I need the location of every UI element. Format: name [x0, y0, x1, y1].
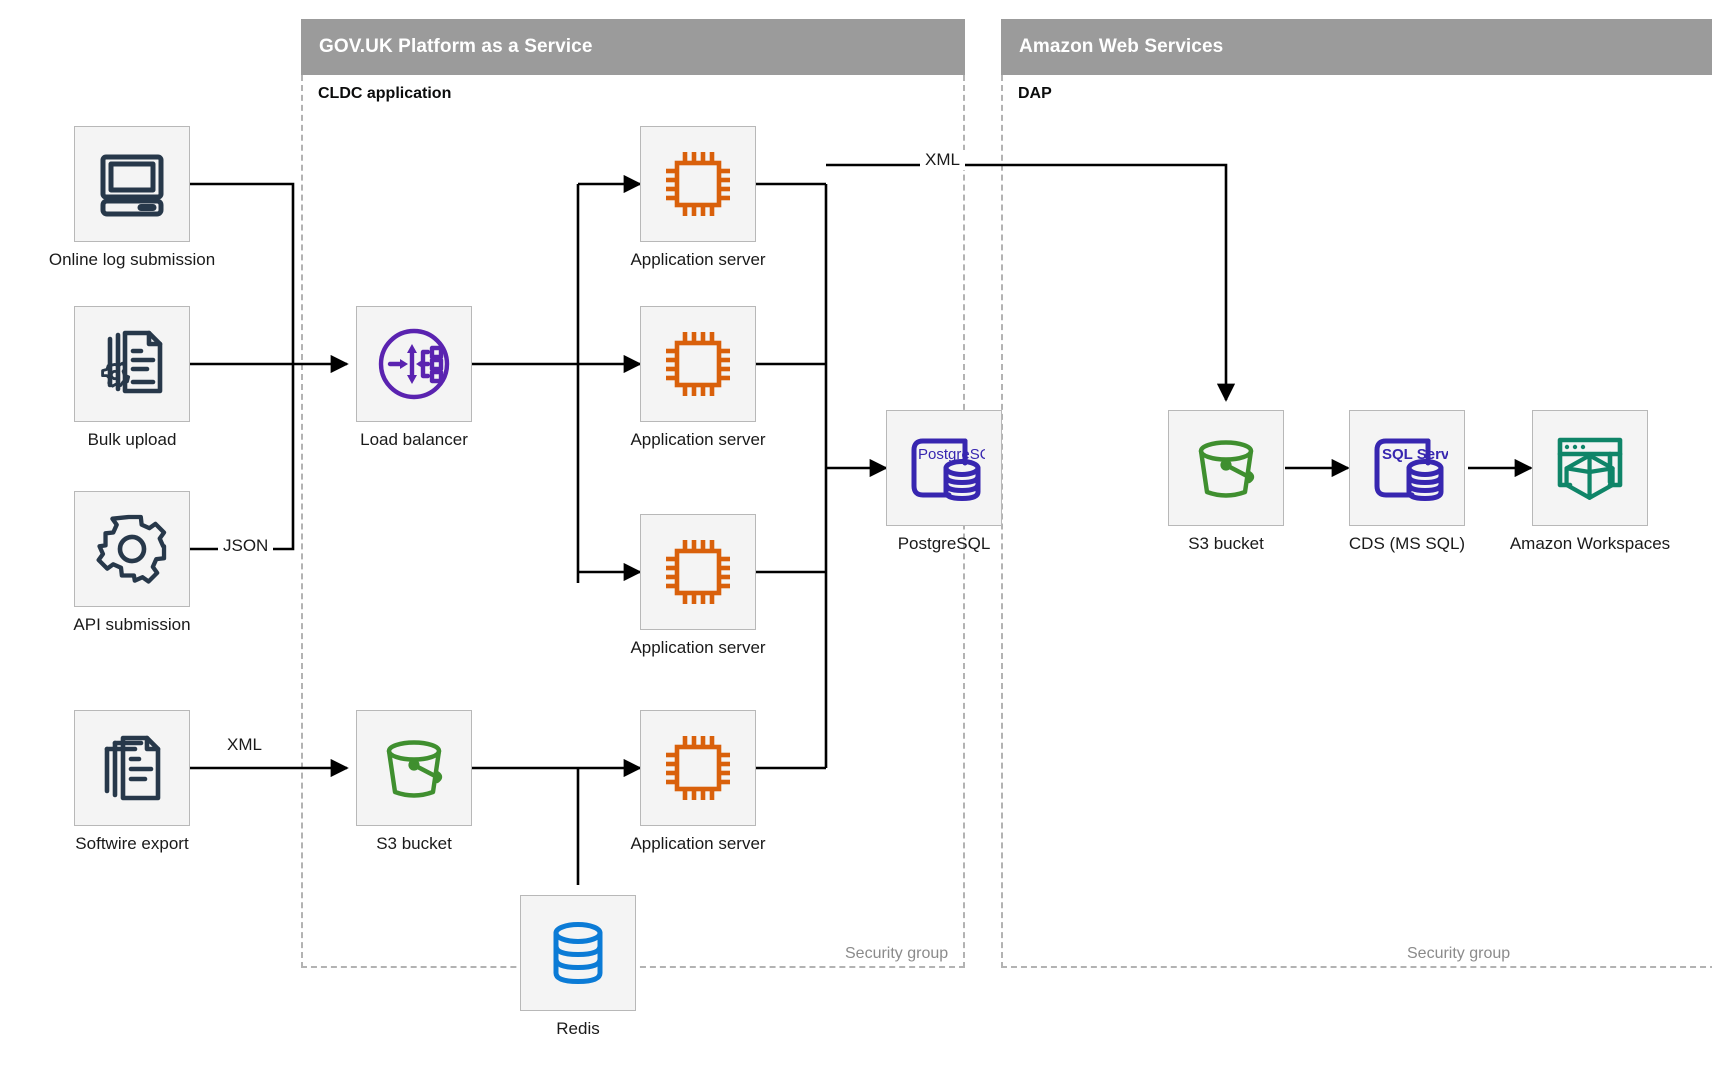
node-label: Application server	[630, 250, 766, 269]
node-label: Softwire export	[75, 834, 189, 853]
node-label: Application server	[630, 430, 766, 449]
edge-label-xml-dap: XML	[920, 150, 965, 170]
node-label: API submission	[73, 615, 191, 634]
security-group-label-aws: Security group	[1407, 945, 1511, 962]
database-cylinder-icon	[553, 922, 603, 984]
node-box	[640, 126, 756, 242]
node-label: S3 bucket	[376, 834, 452, 853]
node-box	[74, 306, 190, 422]
workspaces-cube-icon	[1557, 437, 1623, 500]
node-label: Redis	[556, 1019, 600, 1038]
node-label: S3 bucket	[1188, 534, 1264, 553]
cpu-chip-icon	[666, 152, 730, 216]
node-label: Online log submission	[48, 250, 216, 269]
group-boundary-aws	[1001, 75, 1712, 968]
group-header-aws: Amazon Web Services	[1001, 19, 1712, 75]
node-box	[520, 895, 636, 1011]
edge-label-json: JSON	[218, 536, 274, 556]
group-header-aws-label: Amazon Web Services	[1019, 36, 1224, 57]
node-label: Amazon Workspaces	[1509, 534, 1671, 553]
node-label: CDS (MS SQL)	[1348, 534, 1466, 553]
node-label: Load balancer	[360, 430, 468, 449]
node-box	[1532, 410, 1648, 526]
node-box	[356, 306, 472, 422]
node-label: PostgreSQL	[897, 534, 991, 553]
node-label: Application server	[630, 834, 766, 853]
stacked-documents-icon	[104, 735, 161, 801]
desktop-computer-icon	[100, 154, 164, 217]
load-balancer-icon	[378, 328, 450, 400]
group-sublabel-cldc: CLDC application	[318, 85, 452, 102]
node-box	[74, 126, 190, 242]
node-box	[1168, 410, 1284, 526]
documents-gear-icon	[101, 330, 163, 394]
node-box: SQL Server	[1349, 410, 1465, 526]
gear-icon	[96, 514, 167, 584]
node-box	[356, 710, 472, 826]
node-box	[640, 306, 756, 422]
cpu-chip-icon	[666, 332, 730, 396]
security-group-label-paas: Security group	[845, 945, 949, 962]
bucket-icon	[1198, 440, 1255, 498]
edge-label-xml-softwire: XML	[222, 735, 267, 755]
node-box: PostgreSQL	[886, 410, 1002, 526]
group-sublabel-dap: DAP	[1018, 85, 1052, 102]
sql-server-icon: SQL Server	[1374, 438, 1448, 501]
bucket-icon	[386, 740, 443, 798]
cpu-chip-icon	[666, 540, 730, 604]
sql-server-brand-text: SQL Server	[1382, 446, 1448, 463]
group-header-paas-label: GOV.UK Platform as a Service	[319, 36, 593, 57]
postgresql-brand-text: PostgreSQL	[918, 446, 985, 463]
node-box	[640, 514, 756, 630]
node-box	[74, 491, 190, 607]
group-header-paas: GOV.UK Platform as a Service	[301, 19, 965, 75]
node-label: Application server	[630, 638, 766, 657]
node-label: Bulk upload	[87, 430, 177, 449]
cpu-chip-icon	[666, 736, 730, 800]
node-box	[74, 710, 190, 826]
node-box	[640, 710, 756, 826]
postgresql-icon: PostgreSQL	[911, 438, 985, 501]
